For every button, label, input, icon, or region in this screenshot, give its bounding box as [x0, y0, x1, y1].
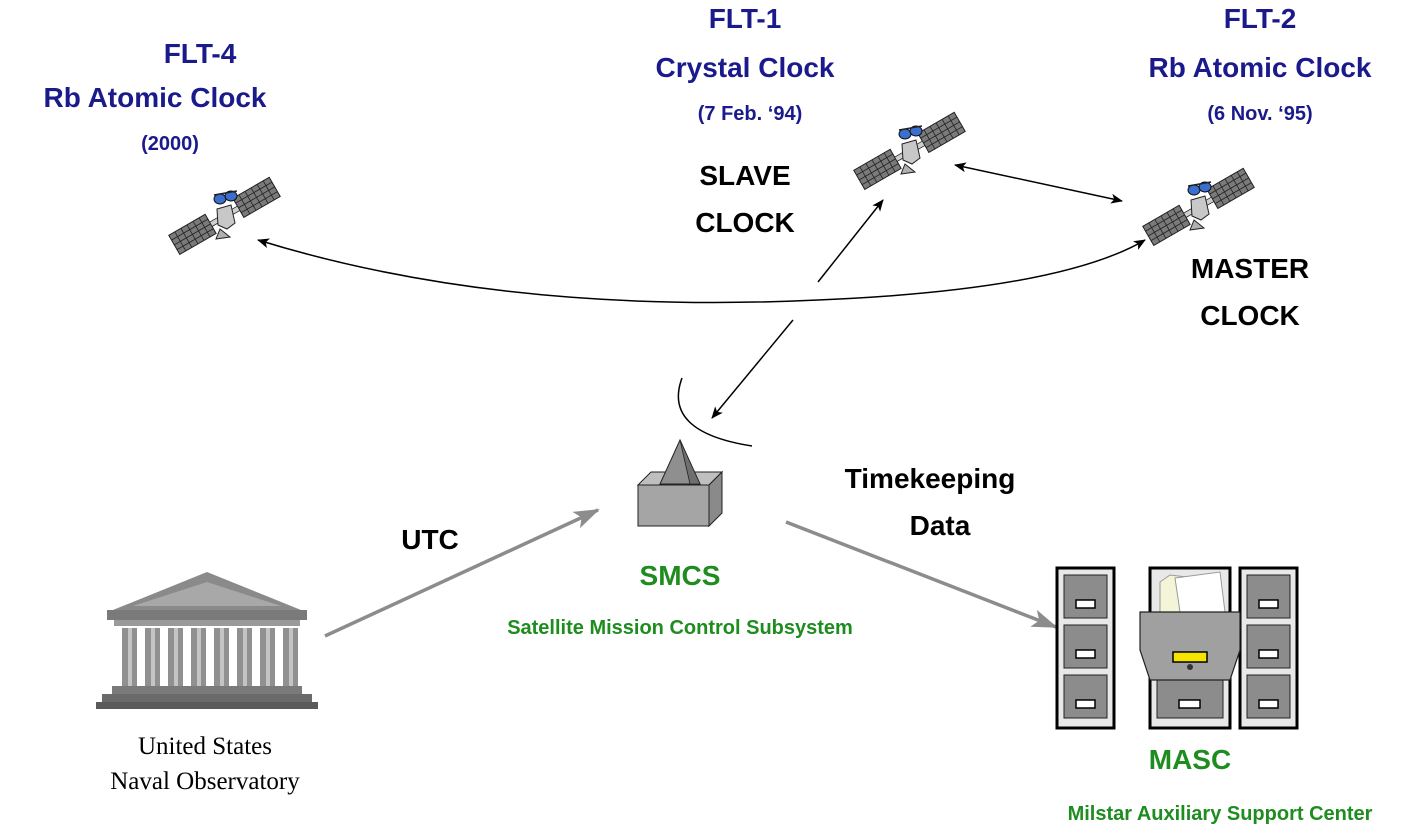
uplink-arrow-flt1 — [817, 199, 884, 283]
flt4-launch-date: (2000) — [141, 133, 199, 155]
satellite-flt4-icon — [168, 176, 281, 256]
crosslink-arc-left — [257, 238, 819, 304]
observatory-label-line2: Naval Observatory — [110, 768, 300, 795]
antenna-dish-icon — [677, 377, 753, 447]
utc-arrow — [324, 508, 600, 638]
flt1-clock-type: Crystal Clock — [655, 52, 835, 83]
smcs-full-name: Satellite Mission Control Subsystem — [507, 617, 853, 639]
master-clock-label-line2: CLOCK — [1200, 300, 1300, 331]
satellite-flt2-icon — [1142, 167, 1255, 247]
observatory-label-line1: United States — [137, 733, 272, 760]
flt1-name: FLT-1 — [708, 3, 782, 34]
timekeeping-label-line1: Timekeeping — [844, 463, 1016, 494]
flt1-launch-date: (7 Feb. ‘94) — [697, 103, 803, 125]
smcs-abbr: SMCS — [639, 560, 721, 591]
timekeeping-arrow — [785, 520, 1058, 629]
utc-label: UTC — [401, 524, 459, 555]
masc-full-name: Milstar Auxiliary Support Center — [1067, 803, 1373, 825]
downlink-arrow-smcs — [711, 319, 794, 419]
master-clock-label-line1: MASTER — [1190, 253, 1310, 284]
slave-clock-label-line1: SLAVE — [699, 160, 791, 191]
crosslink-arc-right — [817, 239, 1146, 301]
flt1-flt2-link — [954, 162, 1123, 204]
flt4-name: FLT-4 — [163, 38, 237, 69]
slave-clock-label-line2: CLOCK — [695, 207, 795, 238]
masc-abbr: MASC — [1148, 744, 1232, 775]
flt4-clock-type: Rb Atomic Clock — [43, 82, 267, 113]
flt2-clock-type: Rb Atomic Clock — [1148, 52, 1372, 83]
satellite-flt1-icon — [853, 111, 966, 191]
observatory-building-icon — [96, 572, 318, 709]
flt2-name: FLT-2 — [1223, 3, 1297, 34]
flt2-launch-date: (6 Nov. ‘95) — [1207, 103, 1313, 125]
file-cabinets-icon — [1055, 566, 1299, 730]
timekeeping-label-line2: Data — [909, 510, 971, 541]
smcs-station-icon — [636, 438, 724, 528]
